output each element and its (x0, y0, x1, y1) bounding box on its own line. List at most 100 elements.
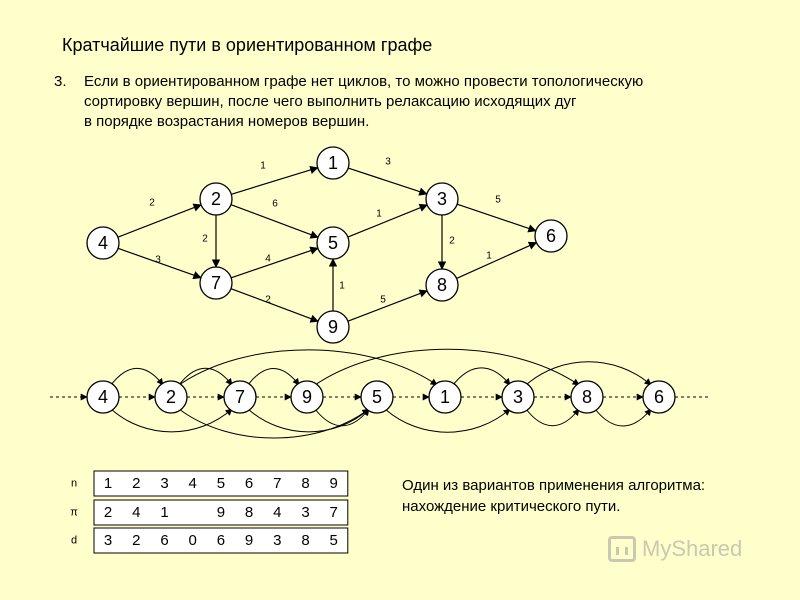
graph-node-8 (425, 268, 459, 302)
presentation-icon (608, 536, 636, 562)
chain-node-label: 7 (235, 387, 245, 407)
table-cell: 2 (132, 475, 140, 492)
table-cell: 7 (273, 475, 281, 492)
edge-weight-label: 1 (376, 209, 382, 220)
edge-weight-label: 3 (385, 157, 391, 168)
paragraph-line: сортировку вершин, после чего выполнить … (84, 93, 577, 110)
chain-node-9 (290, 380, 324, 414)
graph-edge-3-6 (456, 203, 537, 233)
table-cell: 3 (160, 475, 168, 492)
chain-node-4 (86, 380, 120, 414)
watermark-text: MyShared (642, 536, 743, 561)
table-cell: 7 (330, 504, 338, 521)
chain-arc-7-5 (247, 408, 370, 433)
graph-node-label: 9 (328, 317, 338, 337)
edge-weight-label: 2 (265, 295, 271, 306)
edge-weight-label: 1 (339, 281, 345, 292)
chain-node-label: 6 (654, 387, 664, 407)
graph-node-label: 2 (211, 189, 221, 209)
table-cell: 9 (245, 532, 253, 549)
table-cell: 2 (104, 504, 112, 521)
chain-node-1 (428, 380, 462, 414)
graph-edge-1-3 (348, 167, 428, 196)
table-cell: 1 (160, 504, 168, 521)
table-cell: 8 (301, 475, 309, 492)
table-cell: 4 (132, 504, 140, 521)
table-cell: 4 (189, 475, 197, 492)
slide-title: Кратчайшие пути в ориентированном графе (62, 35, 433, 55)
edge-weight-label: 4 (265, 254, 271, 265)
graph-node-9 (316, 310, 350, 344)
chain-arc-9-5 (314, 408, 370, 427)
chain-arc-9-8 (314, 348, 580, 386)
chain-node-7 (223, 380, 257, 414)
graph-node-label: 5 (328, 233, 338, 253)
table-cell: 3 (301, 504, 309, 521)
chain-arc-1-3 (452, 367, 511, 386)
table-cell: 9 (330, 475, 338, 492)
graph-node-label: 4 (98, 233, 108, 253)
chain-node-label: 9 (302, 387, 312, 407)
application-note: Один из вариантов применения алгоритма: … (402, 475, 705, 517)
table-cell: 2 (132, 532, 140, 549)
table-row-label: π (70, 507, 78, 519)
chain-arc-2-1 (178, 349, 438, 386)
table-cell: 5 (330, 532, 338, 549)
graph-node-1 (316, 146, 350, 180)
chain-node-label: 1 (440, 387, 450, 407)
graph-node-2 (199, 182, 233, 216)
note-line: нахождение критического пути. (402, 498, 621, 515)
edge-weight-label: 3 (155, 255, 161, 266)
table-row (93, 470, 349, 497)
graph-edge-7-5 (230, 246, 319, 279)
graph-node-5 (316, 226, 350, 260)
note-line: Один из вариантов применения алгоритма: (402, 477, 706, 494)
table-cell: 6 (245, 475, 253, 492)
graph-edge-2-1 (231, 165, 319, 195)
table-cell: 6 (217, 532, 225, 549)
table-cell: 3 (273, 532, 281, 549)
edge-weight-label: 2 (202, 234, 208, 245)
table-cell: 4 (273, 504, 281, 521)
graph-edge-7-9 (230, 288, 319, 323)
chain-node-3 (501, 380, 535, 414)
chain-node-2 (154, 380, 188, 414)
graph-edge-2-5 (230, 204, 319, 239)
table-row-label: d (71, 535, 77, 547)
edge-weight-label: 1 (260, 161, 266, 172)
edge-weight-label: 1 (486, 251, 492, 262)
table-cell: 9 (217, 504, 225, 521)
graph-edge-8-6 (456, 241, 538, 279)
chain-node-label: 5 (372, 387, 382, 407)
chain-arc-7-9 (247, 368, 300, 386)
chain-arc-3-6 (525, 361, 652, 386)
table-cell: 3 (104, 532, 112, 549)
table-cell: 5 (217, 475, 225, 492)
chain-arc-8-6 (594, 408, 652, 427)
chain-arc-2-7 (178, 367, 233, 386)
graph-node-label: 6 (546, 226, 556, 246)
table-cell: 8 (301, 532, 309, 549)
table-row (93, 499, 349, 526)
graph-node-label: 7 (211, 273, 221, 293)
graph-node-label: 1 (328, 153, 338, 173)
chain-node-label: 8 (582, 387, 592, 407)
paragraph-line: в порядке возрастания номеров вершин. (84, 113, 370, 130)
chain-arc-4-7 (110, 408, 233, 433)
chain-node-8 (570, 380, 604, 414)
edge-weight-label: 5 (495, 195, 501, 206)
table-cell: 6 (160, 532, 168, 549)
chain-arc-5-3 (384, 408, 511, 433)
table-cell: 1 (104, 475, 112, 492)
graph-edge-4-7 (117, 247, 202, 280)
graph-edge-5-3 (347, 203, 428, 238)
chain-arc-3-8 (525, 408, 580, 427)
table-row-label: n (71, 478, 77, 490)
chain-node-6 (642, 380, 676, 414)
chain-node-label: 3 (513, 387, 523, 407)
chain-node-label: 2 (166, 387, 176, 407)
chain-arc-2-5 (178, 408, 370, 439)
